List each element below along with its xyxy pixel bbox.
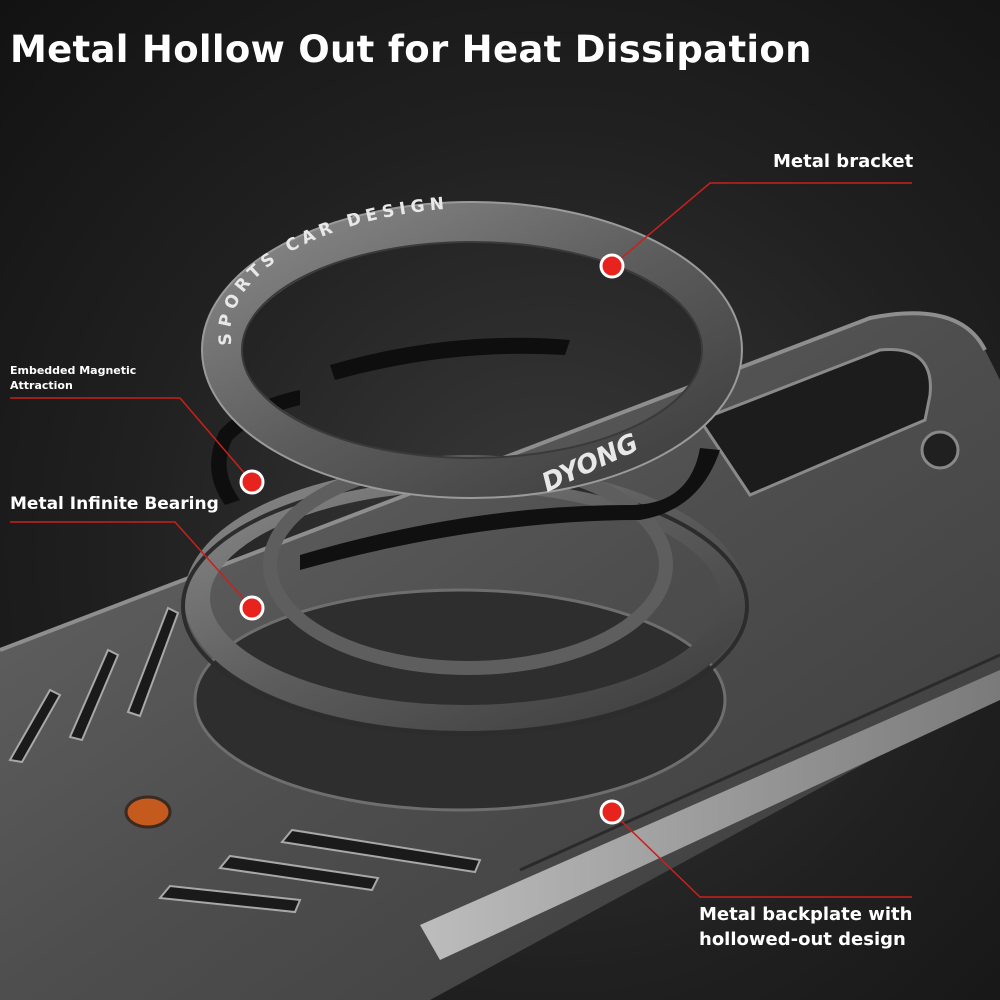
metal-bracket-ring — [202, 202, 742, 498]
headline: Metal Hollow Out for Heat Dissipation — [10, 28, 812, 71]
vent-slots — [8, 606, 482, 914]
magnetic-leader — [10, 397, 253, 483]
backplate-dot — [599, 799, 625, 825]
backplate-bevel — [0, 311, 987, 652]
backplate-groove — [519, 653, 1000, 872]
label-embedded-magnetic: Embedded Magnetic Attraction — [10, 363, 136, 393]
ring-engraving: SPORTS CAR DESIGN — [215, 194, 450, 347]
backplate-rail — [420, 670, 1000, 960]
embedded-magnetic-ring — [300, 448, 720, 570]
bearing-dot — [239, 595, 265, 621]
label-backplate-line1: Metal backplate with — [699, 904, 913, 925]
camera-hole — [920, 430, 960, 470]
label-magnetic-line1: Embedded Magnetic — [10, 364, 137, 377]
label-metal-bracket: Metal bracket — [773, 151, 914, 172]
bracket-dot — [599, 253, 625, 279]
label-metal-backplate: Metal backplate with hollowed-out design — [699, 902, 912, 952]
magnetic-dot — [239, 469, 265, 495]
label-backplate-line2: hollowed-out design — [699, 929, 906, 950]
bearing-leader — [10, 521, 253, 609]
backplate-leader — [611, 811, 912, 898]
orange-button — [124, 795, 172, 829]
label-metal-infinite-bearing: Metal Infinite Bearing — [10, 494, 219, 514]
callout-lines — [10, 182, 912, 898]
backplate-hollow-cutout — [697, 348, 932, 497]
label-magnetic-line2: Attraction — [10, 379, 73, 392]
callout-dots — [239, 253, 625, 825]
bracket-leader — [611, 182, 912, 267]
